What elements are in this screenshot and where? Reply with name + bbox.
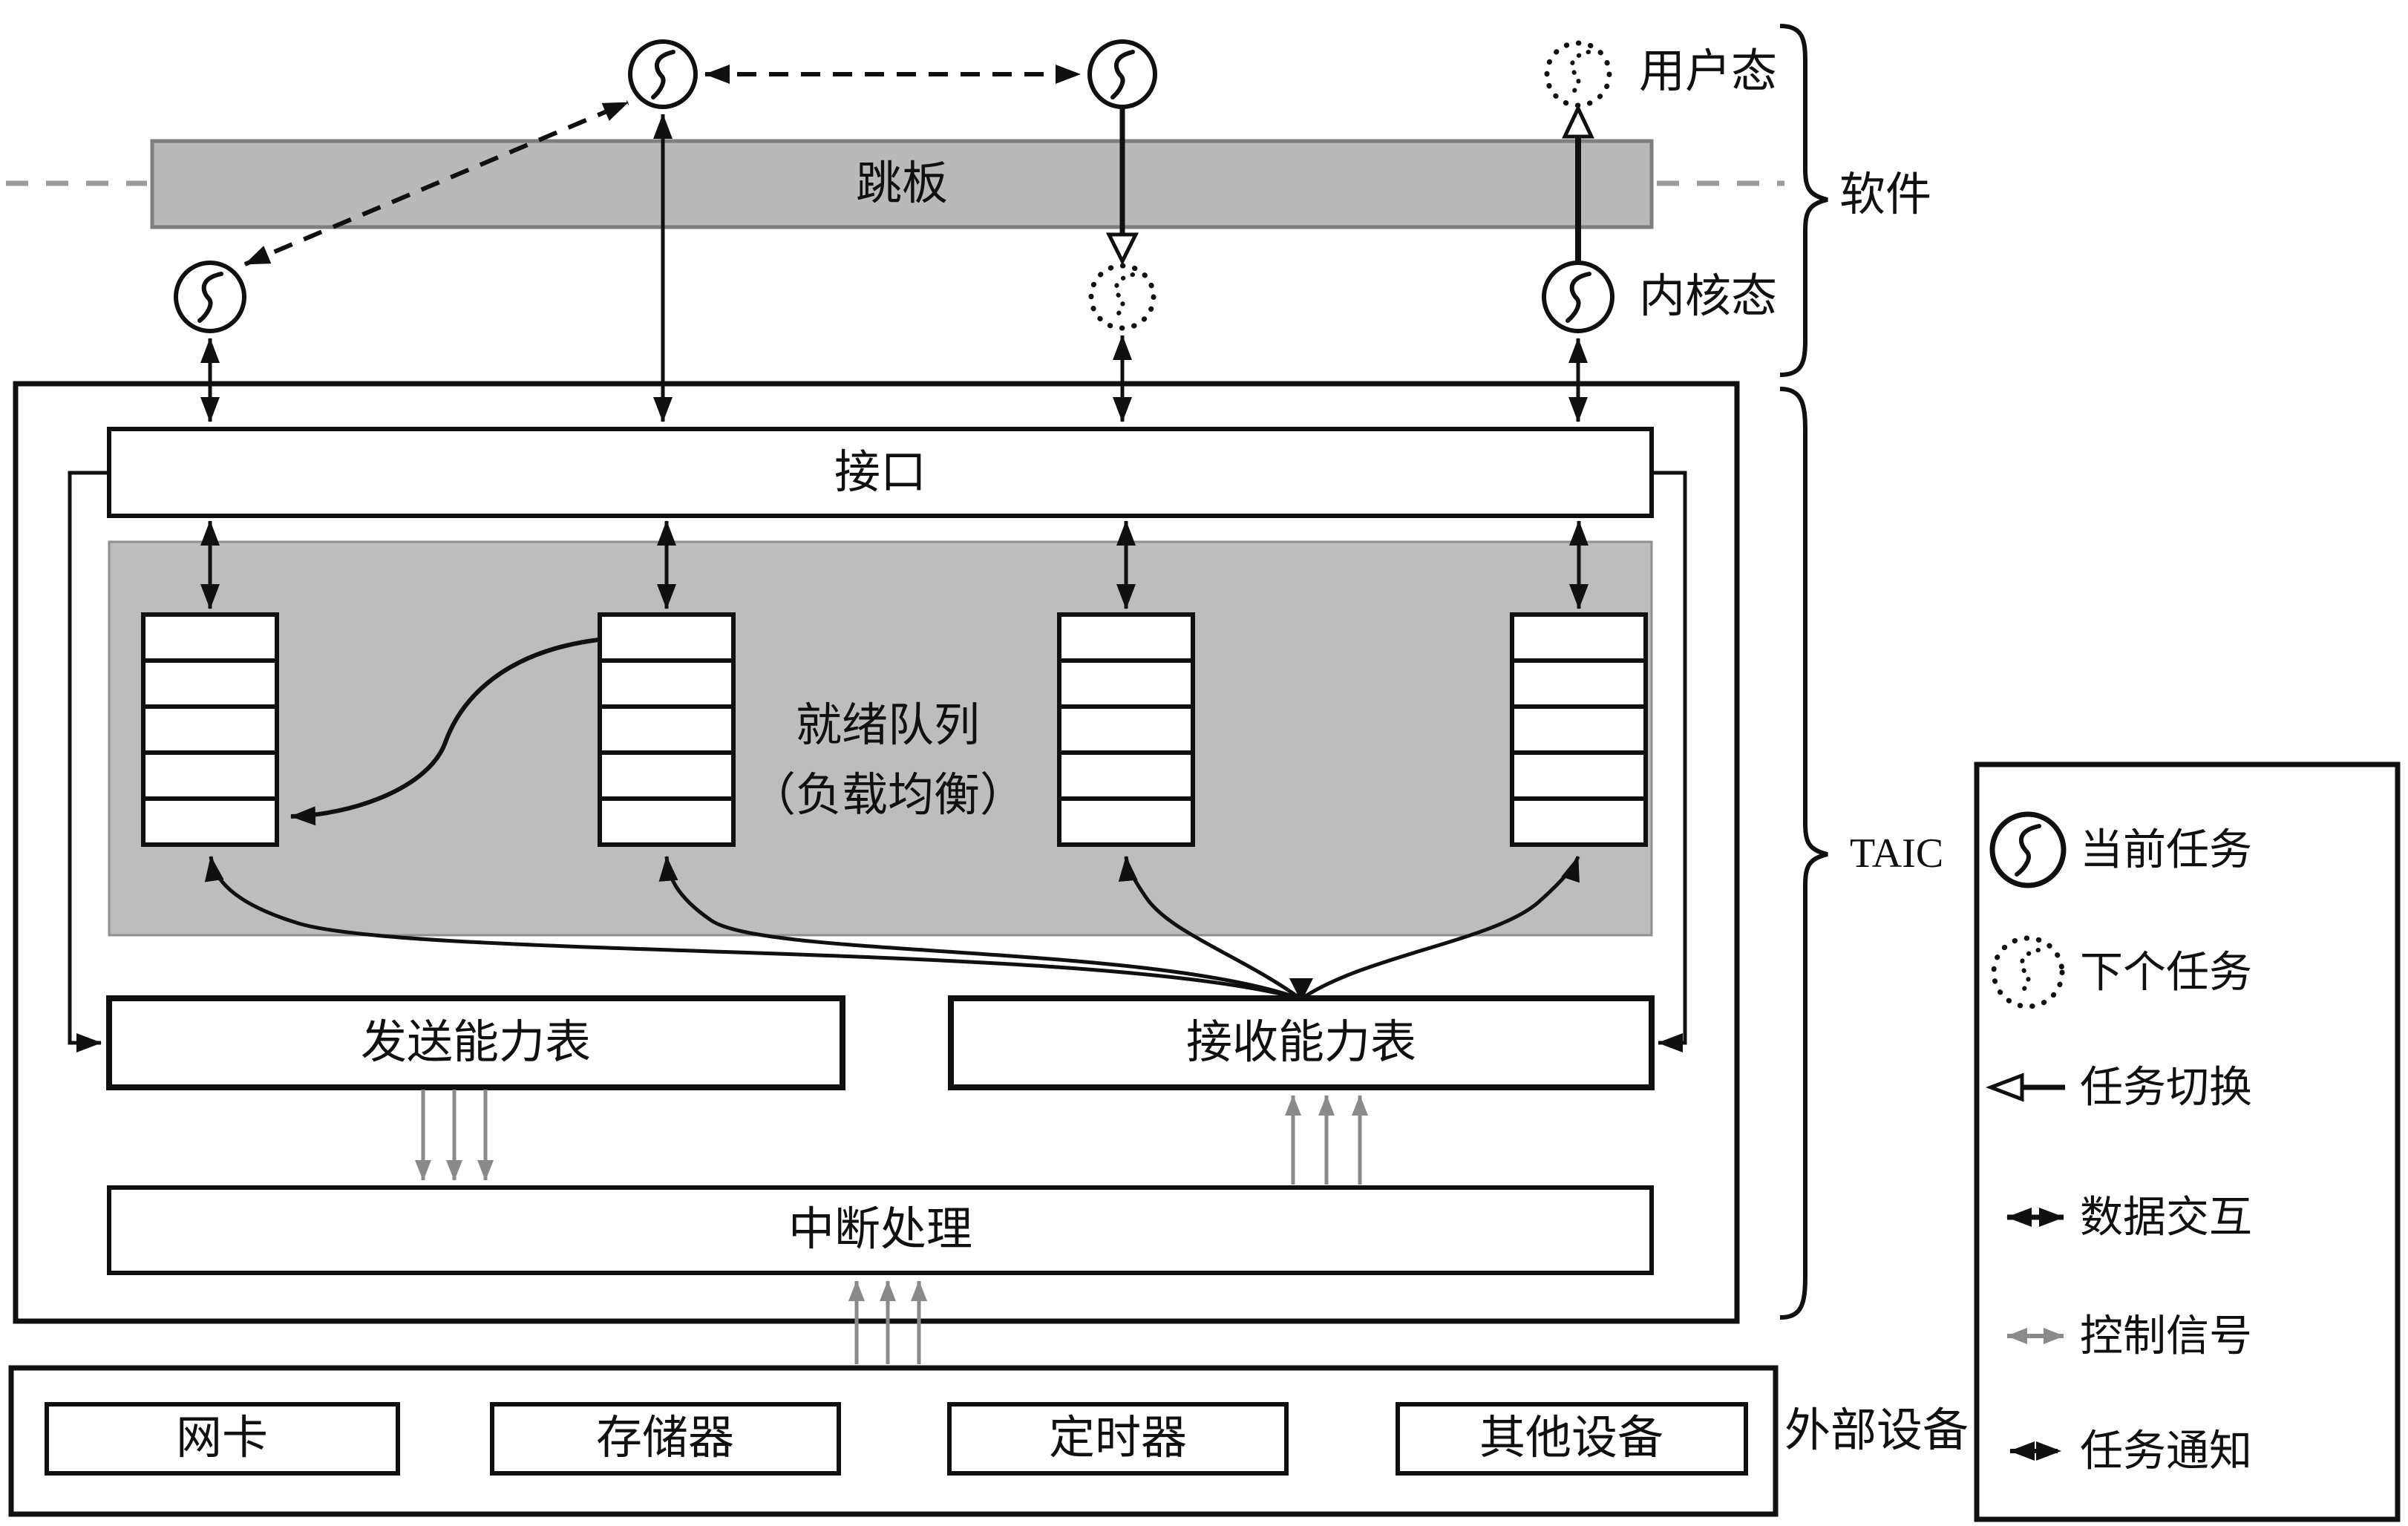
- interface-bar: [107, 427, 1654, 518]
- interrupt-bar: [107, 1185, 1654, 1275]
- task-s-glyph: [1110, 50, 1135, 99]
- receive-capability-box: [948, 995, 1655, 1090]
- legend-box: [1974, 762, 2401, 1522]
- next-task-icon: [1991, 935, 2065, 1009]
- interface-label: 接口: [834, 448, 926, 498]
- ready-queue-label-line1: 就绪队列: [796, 701, 980, 751]
- ready-queue-stack-1: [141, 612, 279, 847]
- control-signals-external-to-interrupt: [848, 1280, 927, 1364]
- legend-label-data-exchange: 数据交互: [2080, 1193, 2252, 1242]
- ready-queue-label-line2: （负载均衡）: [750, 770, 1026, 821]
- route-interface-to-send: [68, 471, 109, 1052]
- legend-label-next-task: 下个任务: [2080, 949, 2252, 997]
- ready-queue-stack-2: [598, 612, 736, 847]
- switch-in-hollow-arrowhead: [1562, 104, 1594, 139]
- device-label-nic: 网卡: [176, 1413, 268, 1464]
- task-circle-kernel-left: [174, 261, 246, 333]
- taic-box: [13, 381, 1740, 1324]
- software-label: 软件: [1839, 170, 1931, 220]
- task-circle-top-2: [1087, 39, 1157, 109]
- device-label-timer: 定时器: [1049, 1413, 1187, 1464]
- switch-curve-to-queue3: [1118, 856, 1303, 1001]
- device-label-other: 其他设备: [1479, 1413, 1663, 1464]
- control-signals-interrupt-to-receive: [1285, 1095, 1368, 1185]
- current-task-icon: [1989, 811, 2067, 888]
- switch-out-hollow-arrowhead: [1105, 232, 1139, 266]
- route-interface-to-receive: [1652, 471, 1687, 1052]
- ready-queue-stack-4: [1510, 612, 1648, 847]
- legend-label-current-task: 当前任务: [2080, 826, 2252, 874]
- software-brace: [1779, 24, 1828, 377]
- device-box-other: [1396, 1402, 1748, 1476]
- task-s-glyph: [197, 272, 223, 323]
- device-box-timer: [947, 1402, 1289, 1476]
- task-s-glyph: [1566, 50, 1591, 99]
- task-switch-arrow-icon: [1985, 1073, 2065, 1102]
- switch-curve-to-queue4: [1300, 856, 1580, 1001]
- switch-curve-into-receive-arrowhead: [1289, 978, 1313, 1002]
- task-circle-kernel-right: [1542, 261, 1614, 333]
- switch-curve-to-queue2: [658, 856, 1302, 1001]
- external-devices-label: 外部设备: [1784, 1406, 1969, 1456]
- ready-queue-stack-3: [1057, 612, 1195, 847]
- load-balance-curve: [290, 638, 599, 826]
- receive-capability-label: 接收能力表: [1186, 1018, 1416, 1068]
- control-signals-send-to-interrupt: [415, 1090, 494, 1181]
- kernel-mode-label: 内核态: [1639, 272, 1777, 322]
- task-s-glyph: [1565, 272, 1591, 323]
- device-box-nic: [45, 1402, 400, 1476]
- task-s-glyph: [651, 50, 675, 99]
- next-task-circle-middle: [1088, 263, 1156, 331]
- next-task-circle-top: [1544, 40, 1612, 108]
- send-capability-label: 发送能力表: [361, 1018, 591, 1068]
- legend-label-task-notify: 任务通知: [2080, 1427, 2252, 1476]
- send-capability-box: [106, 995, 845, 1090]
- task-s-glyph: [1110, 272, 1135, 322]
- user-mode-label: 用户态: [1639, 47, 1777, 97]
- legend-label-control-signal: 控制信号: [2080, 1312, 2252, 1360]
- device-label-memory: 存储器: [596, 1413, 734, 1464]
- springboard-label: 跳板: [856, 159, 948, 209]
- task-circle-top-1: [628, 39, 698, 109]
- legend-label-task-switch: 任务切换: [2080, 1064, 2252, 1112]
- switch-curve-to-queue1: [204, 856, 1302, 1001]
- device-box-memory: [490, 1402, 841, 1476]
- ready-queue-area: [108, 540, 1653, 937]
- taic-brace: [1779, 387, 1828, 1320]
- interrupt-label: 中断处理: [788, 1205, 972, 1255]
- task-notify-arrow-diagonal: [243, 100, 629, 266]
- taic-label: TAIC: [1850, 831, 1943, 877]
